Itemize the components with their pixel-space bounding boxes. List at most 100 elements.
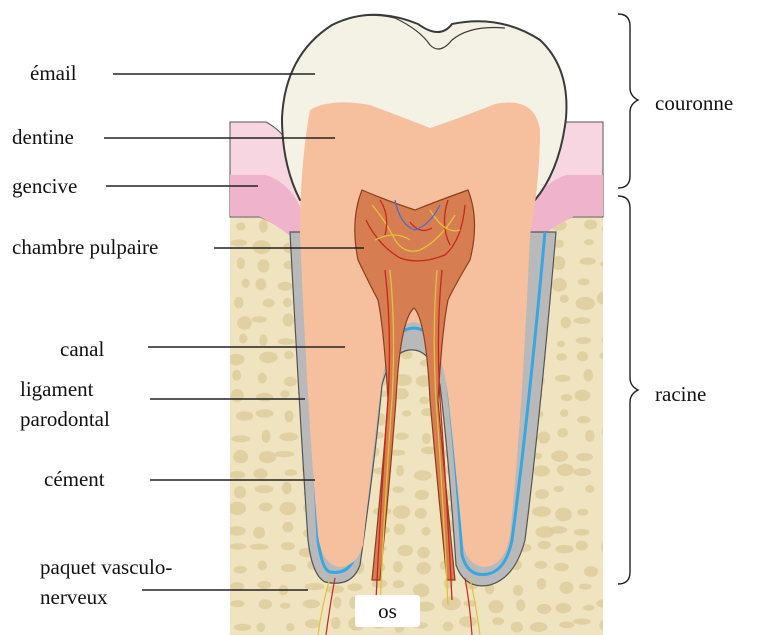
bone-cell <box>281 564 296 572</box>
bone-cell <box>286 623 295 631</box>
bone-cell <box>604 465 623 477</box>
bone-cell <box>326 585 344 593</box>
bone-cell <box>233 450 248 463</box>
bone-cell <box>257 581 271 589</box>
bone-cell <box>393 505 410 518</box>
bone-cell <box>259 220 268 233</box>
bone-cell <box>283 298 292 307</box>
bone-cell <box>280 603 291 609</box>
bone-cell <box>259 451 277 463</box>
bone-cell <box>576 453 593 461</box>
bone-cell <box>576 297 596 310</box>
bone-cell <box>253 469 267 479</box>
bone-cell <box>416 562 431 574</box>
bone-cell <box>596 599 614 608</box>
bone-cell <box>230 239 247 246</box>
bone-cell <box>561 394 573 401</box>
bone-cell <box>610 527 618 540</box>
label-ligament-line2: parodontal <box>20 408 110 430</box>
bone-cell <box>252 316 267 323</box>
bone-cell <box>237 257 245 269</box>
label-chambre-pulpaire: chambre pulpaire <box>12 236 158 258</box>
label-racine: racine <box>655 383 706 405</box>
bone-cell <box>396 465 404 476</box>
bone-cell <box>231 389 244 402</box>
bone-cell <box>259 503 273 512</box>
bone-cell <box>237 316 252 329</box>
bone-cell <box>395 433 409 440</box>
label-canal: canal <box>60 338 104 360</box>
label-dentine: dentine <box>12 126 74 148</box>
label-paquet-line2: nerveux <box>40 586 108 608</box>
bone-cell <box>393 561 403 572</box>
bone-cell <box>282 482 292 495</box>
bone-cell <box>537 604 552 614</box>
bone-cell <box>234 624 251 631</box>
bone-cell <box>604 395 620 402</box>
bone-cell <box>557 341 565 347</box>
bone-cell <box>333 597 341 609</box>
bone-cell <box>603 449 622 463</box>
bone-cell <box>372 579 388 588</box>
bone-cell <box>584 369 594 382</box>
bone-cell <box>557 428 568 437</box>
bone-cell <box>561 317 571 329</box>
bone-cell <box>577 416 590 423</box>
bone-cell <box>577 509 588 516</box>
bone-cell <box>560 582 574 594</box>
bone-cell <box>488 600 503 613</box>
bone-cell <box>606 509 615 517</box>
bone-cell <box>228 526 246 535</box>
bone-cell <box>241 279 249 288</box>
bone-cell <box>278 338 295 345</box>
label-couronne: couronne <box>655 92 733 114</box>
bone-cell <box>549 526 567 534</box>
bone-cell <box>555 603 571 613</box>
bone-cell <box>511 622 523 633</box>
bone-cell <box>229 502 246 515</box>
bone-cell <box>604 238 617 245</box>
bone-cell <box>285 469 297 476</box>
bone-cell <box>516 599 525 611</box>
bone-cell <box>256 393 273 402</box>
bone-cell <box>284 351 294 360</box>
bracket-couronne <box>618 14 638 188</box>
bone-cell <box>560 409 568 417</box>
bone-cell <box>599 619 616 632</box>
bone-cell <box>282 522 293 533</box>
bone-cell <box>274 451 294 457</box>
bone-cell <box>415 490 429 500</box>
label-paquet-line1: paquet vasculo- <box>40 556 172 578</box>
bone-cell <box>236 411 254 420</box>
bone-cell <box>228 471 245 479</box>
bone-cell <box>257 623 266 633</box>
bone-cell <box>577 351 588 361</box>
bone-cell <box>513 585 523 596</box>
bone-cell <box>280 390 289 397</box>
bone-cell <box>281 542 295 550</box>
bone-cell <box>417 547 429 559</box>
bone-cell <box>552 278 567 292</box>
bone-cell <box>557 464 574 476</box>
bone-cell <box>604 315 612 325</box>
bone-cell <box>402 410 411 416</box>
bone-cell <box>250 544 269 550</box>
bone-cell <box>492 617 504 625</box>
bone-cell <box>415 508 427 519</box>
bone-cell <box>554 563 569 572</box>
bone-cell <box>579 584 592 590</box>
bone-cell <box>606 369 616 380</box>
bone-cell <box>280 502 297 515</box>
bone-cell <box>283 313 295 327</box>
bone-cell <box>392 486 404 492</box>
bone-cell <box>585 430 595 442</box>
bone-cell <box>229 543 246 549</box>
bone-cell <box>583 605 594 611</box>
bone-cell <box>600 261 612 267</box>
bone-cell <box>421 527 430 536</box>
bone-cell <box>234 297 244 309</box>
bone-cell <box>258 259 270 272</box>
bone-cell <box>253 527 265 539</box>
bone-cell <box>576 337 591 344</box>
bone-cell <box>414 470 432 480</box>
